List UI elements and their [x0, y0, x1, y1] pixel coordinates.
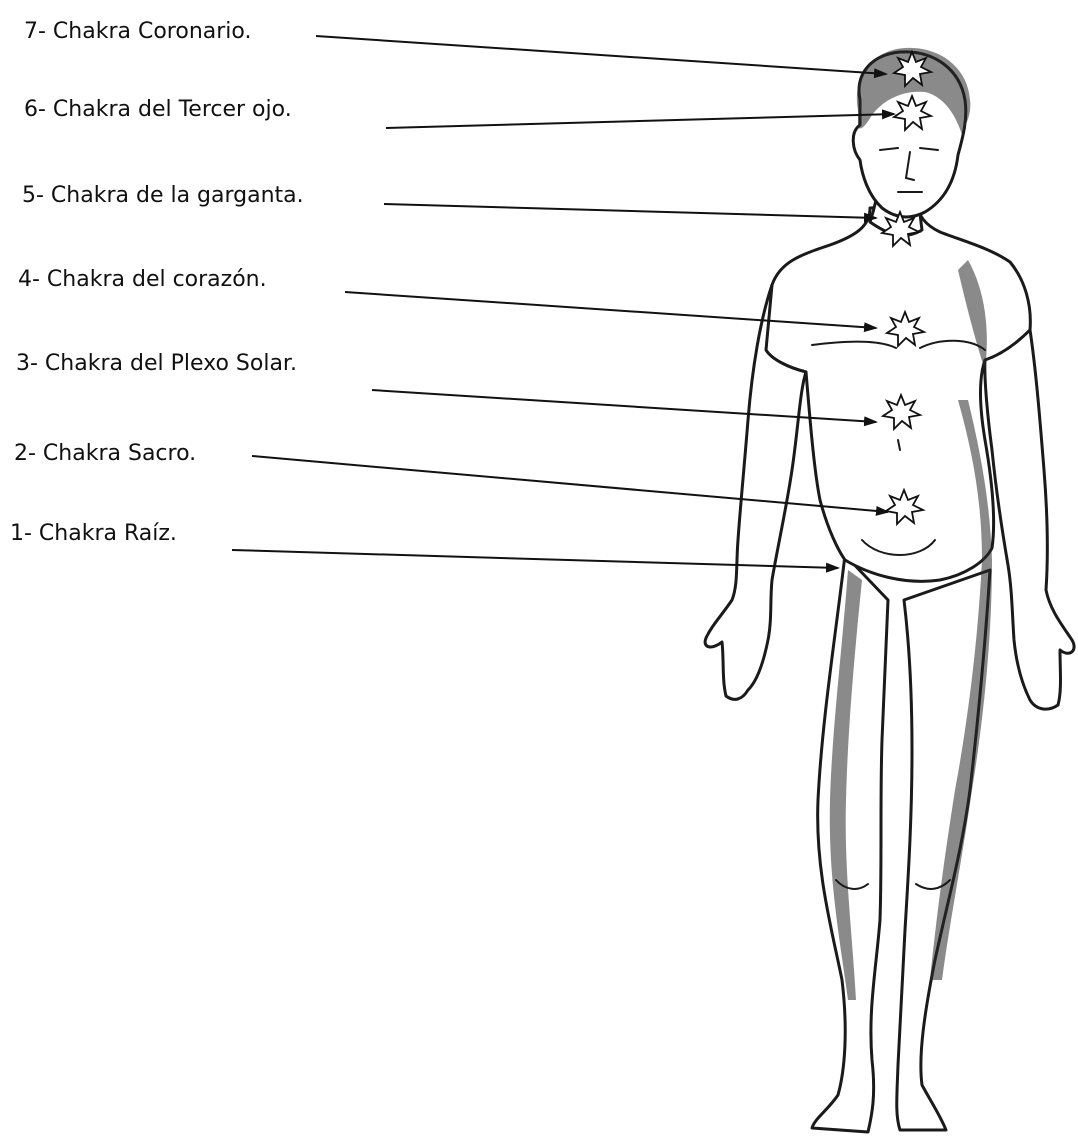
arrow-throat: [384, 204, 876, 218]
chakra-labels: 7- Chakra Coronario. 6- Chakra del Terce…: [10, 19, 304, 546]
human-figure: [705, 48, 1074, 1132]
label-root: 1- Chakra Raíz.: [10, 521, 177, 546]
label-heart: 4- Chakra del corazón.: [18, 267, 267, 292]
arrow-third-eye: [386, 114, 894, 128]
label-throat: 5- Chakra de la garganta.: [22, 183, 304, 208]
label-solar-plexus: 3- Chakra del Plexo Solar.: [16, 351, 297, 376]
right-arm: [985, 330, 1074, 709]
arrow-crown: [316, 36, 886, 74]
label-third-eye: 6- Chakra del Tercer ojo.: [24, 97, 292, 122]
label-crown: 7- Chakra Coronario.: [24, 19, 251, 44]
label-sacral: 2- Chakra Sacro.: [14, 441, 196, 466]
